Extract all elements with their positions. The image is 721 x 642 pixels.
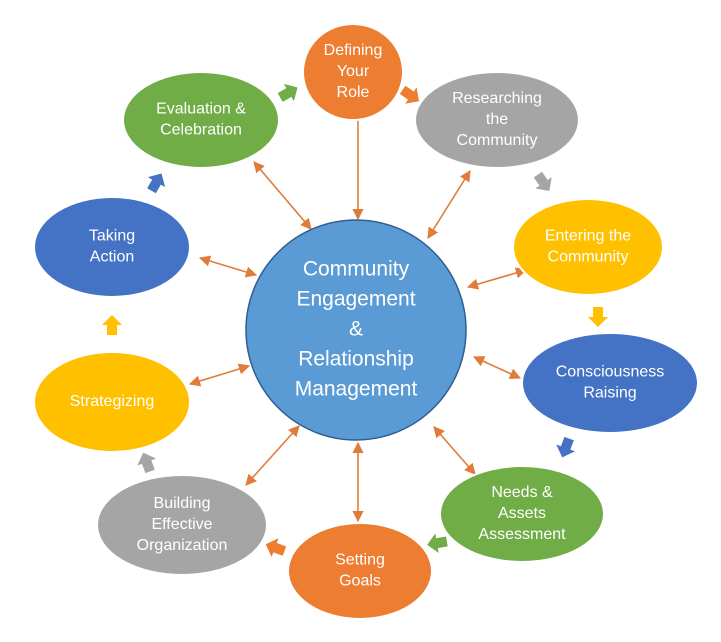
cycle-arrow-layer [102, 83, 608, 558]
node-label-researching-the-community-line-3: Community [457, 132, 538, 149]
node-label-evaluation-celebration-line-2: Celebration [160, 122, 242, 139]
connector-strategizing [188, 363, 251, 387]
node-label-needs-assets-assessment-line-2: Assets [498, 505, 546, 522]
node-label-entering-the-community-line-2: Community [548, 249, 629, 266]
cycle-arrow-consciousness-raising-to-needs-assets-assessment [556, 436, 576, 458]
cycle-arrow-defining-your-role-to-researching-the-community [399, 85, 420, 104]
node-label-researching-the-community-line-2: the [486, 111, 508, 128]
center-label-line-5: Management [295, 378, 418, 401]
node-shape-taking-action [33, 196, 191, 298]
connector-evaluation-celebration [253, 161, 312, 230]
cycle-arrow-needs-assets-assessment-to-setting-goals [427, 533, 448, 554]
connector-researching-the-community [427, 170, 471, 239]
node-label-defining-your-role-line-1: Defining [324, 42, 383, 59]
node-shape-needs-assets-assessment [439, 465, 605, 563]
cycle-arrow-taking-action-to-evaluation-celebration [147, 173, 166, 194]
node-shape-researching-the-community [414, 71, 580, 169]
node-label-setting-goals-line-1: Setting [335, 552, 385, 569]
node-shape-strategizing [33, 351, 191, 453]
connector-entering-the-community [466, 267, 528, 290]
node-label-building-effective-organization-line-2: Effective [151, 516, 212, 533]
node-strategizing: Strategizing [33, 351, 191, 453]
node-shape-building-effective-organization [96, 474, 268, 576]
cycle-arrow-researching-the-community-to-entering-the-community [533, 171, 552, 192]
node-label-building-effective-organization-line-3: Organization [137, 537, 228, 554]
node-label-evaluation-celebration-line-1: Evaluation & [156, 101, 246, 118]
node-label-consciousness-raising-line-2: Raising [583, 385, 636, 402]
center-label-line-3: & [349, 318, 363, 341]
node-label-defining-your-role-line-2: Your [337, 63, 370, 80]
cycle-arrow-building-effective-organization-to-strategizing [137, 452, 157, 474]
cycle-arrow-entering-the-community-to-consciousness-raising [588, 307, 608, 327]
node-label-taking-action-line-1: Taking [89, 228, 135, 245]
node-shape-consciousness-raising [521, 332, 699, 434]
cycle-arrow-setting-goals-to-building-effective-organization [265, 538, 287, 558]
node-label-setting-goals-line-2: Goals [339, 573, 381, 590]
connector-needs-assets-assessment [433, 426, 476, 475]
node-shape-evaluation-celebration [122, 71, 280, 169]
node-label-strategizing-line-1: Strategizing [70, 393, 155, 410]
node-label-researching-the-community-line-1: Researching [452, 90, 542, 107]
connector-taking-action [198, 255, 258, 278]
center-label-line-4: Relationship [298, 348, 414, 371]
node-evaluation-celebration: Evaluation & Celebration [122, 71, 280, 169]
center-label-line-2: Engagement [296, 288, 415, 311]
connector-consciousness-raising [472, 356, 522, 379]
node-label-building-effective-organization-line-1: Building [154, 495, 211, 512]
node-label-needs-assets-assessment-line-3: Assessment [478, 526, 566, 543]
center-label-line-1: Community [303, 258, 410, 281]
connector-building-effective-organization [245, 425, 300, 486]
cycle-arrow-evaluation-celebration-to-defining-your-role [277, 83, 298, 102]
node-label-taking-action-line-2: Action [90, 249, 134, 266]
node-shape-defining-your-role [302, 23, 404, 121]
node-label-entering-the-community-line-1: Entering the [545, 228, 631, 245]
node-label-needs-assets-assessment-line-1: Needs & [491, 484, 553, 501]
cycle-arrow-strategizing-to-taking-action [102, 315, 122, 335]
connector-layer [188, 99, 528, 523]
center-circle [245, 219, 467, 441]
node-shape-entering-the-community [512, 198, 664, 296]
node-label-defining-your-role-line-3: Role [337, 84, 370, 101]
node-label-consciousness-raising-line-1: Consciousness [556, 364, 665, 381]
node-shape-setting-goals [287, 522, 433, 620]
